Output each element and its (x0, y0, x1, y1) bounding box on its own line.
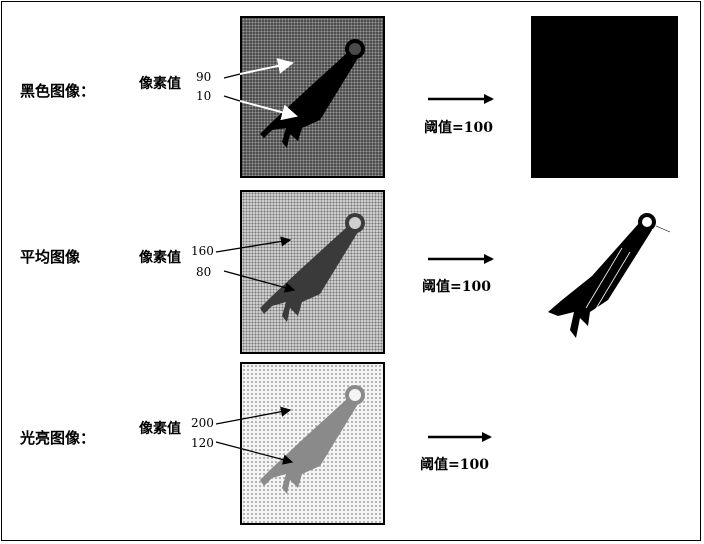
bg-value-dark: 90 (196, 70, 212, 84)
wrench-object-average (260, 213, 365, 322)
pointer-obj-bright (215, 441, 294, 465)
row-label-dark: 黑色图像： (20, 82, 96, 100)
threshold-value-bright: 100 (459, 457, 489, 473)
obj-value-dark: 10 (196, 89, 212, 103)
average-image-panel (240, 190, 385, 354)
threshold-label-bright: 阈值=100 (420, 454, 489, 474)
threshold-text-dark: 阈值= (424, 120, 464, 136)
pointer-obj-dark (223, 95, 241, 102)
wrench-object-bright (260, 385, 365, 494)
pointer-bg-dark-inner (239, 58, 294, 75)
bg-value-bright: 200 (191, 416, 214, 430)
row-label-bright: 光亮图像： (20, 429, 96, 447)
result-black-panel (531, 16, 678, 178)
pointer-bg-bright (215, 406, 292, 425)
pixel-value-label-bright: 像素值 (139, 421, 181, 437)
bg-value-average: 160 (191, 244, 214, 258)
obj-value-bright: 120 (191, 436, 214, 450)
threshold-text-bright: 阈值= (420, 457, 460, 473)
threshold-text-average: 阈值= (422, 279, 462, 295)
pointer-obj-average (223, 270, 296, 293)
pixel-value-label-average: 像素值 (139, 250, 181, 266)
pointer-bg-average (215, 236, 292, 253)
threshold-value-dark: 100 (463, 120, 493, 136)
pixel-value-label-dark: 像素值 (139, 76, 181, 92)
threshold-label-average: 阈值=100 (422, 276, 491, 296)
obj-value-average: 80 (196, 265, 212, 279)
threshold-label-dark: 阈值=100 (424, 117, 493, 137)
threshold-value-average: 100 (461, 279, 491, 295)
bright-image-panel (240, 362, 385, 525)
pointer-obj-dark-inner (239, 100, 298, 121)
row-label-average: 平均图像 (20, 248, 81, 266)
pointer-bg-dark (223, 73, 241, 79)
wrench-object-dark (260, 39, 365, 148)
dark-image-panel (240, 16, 385, 178)
